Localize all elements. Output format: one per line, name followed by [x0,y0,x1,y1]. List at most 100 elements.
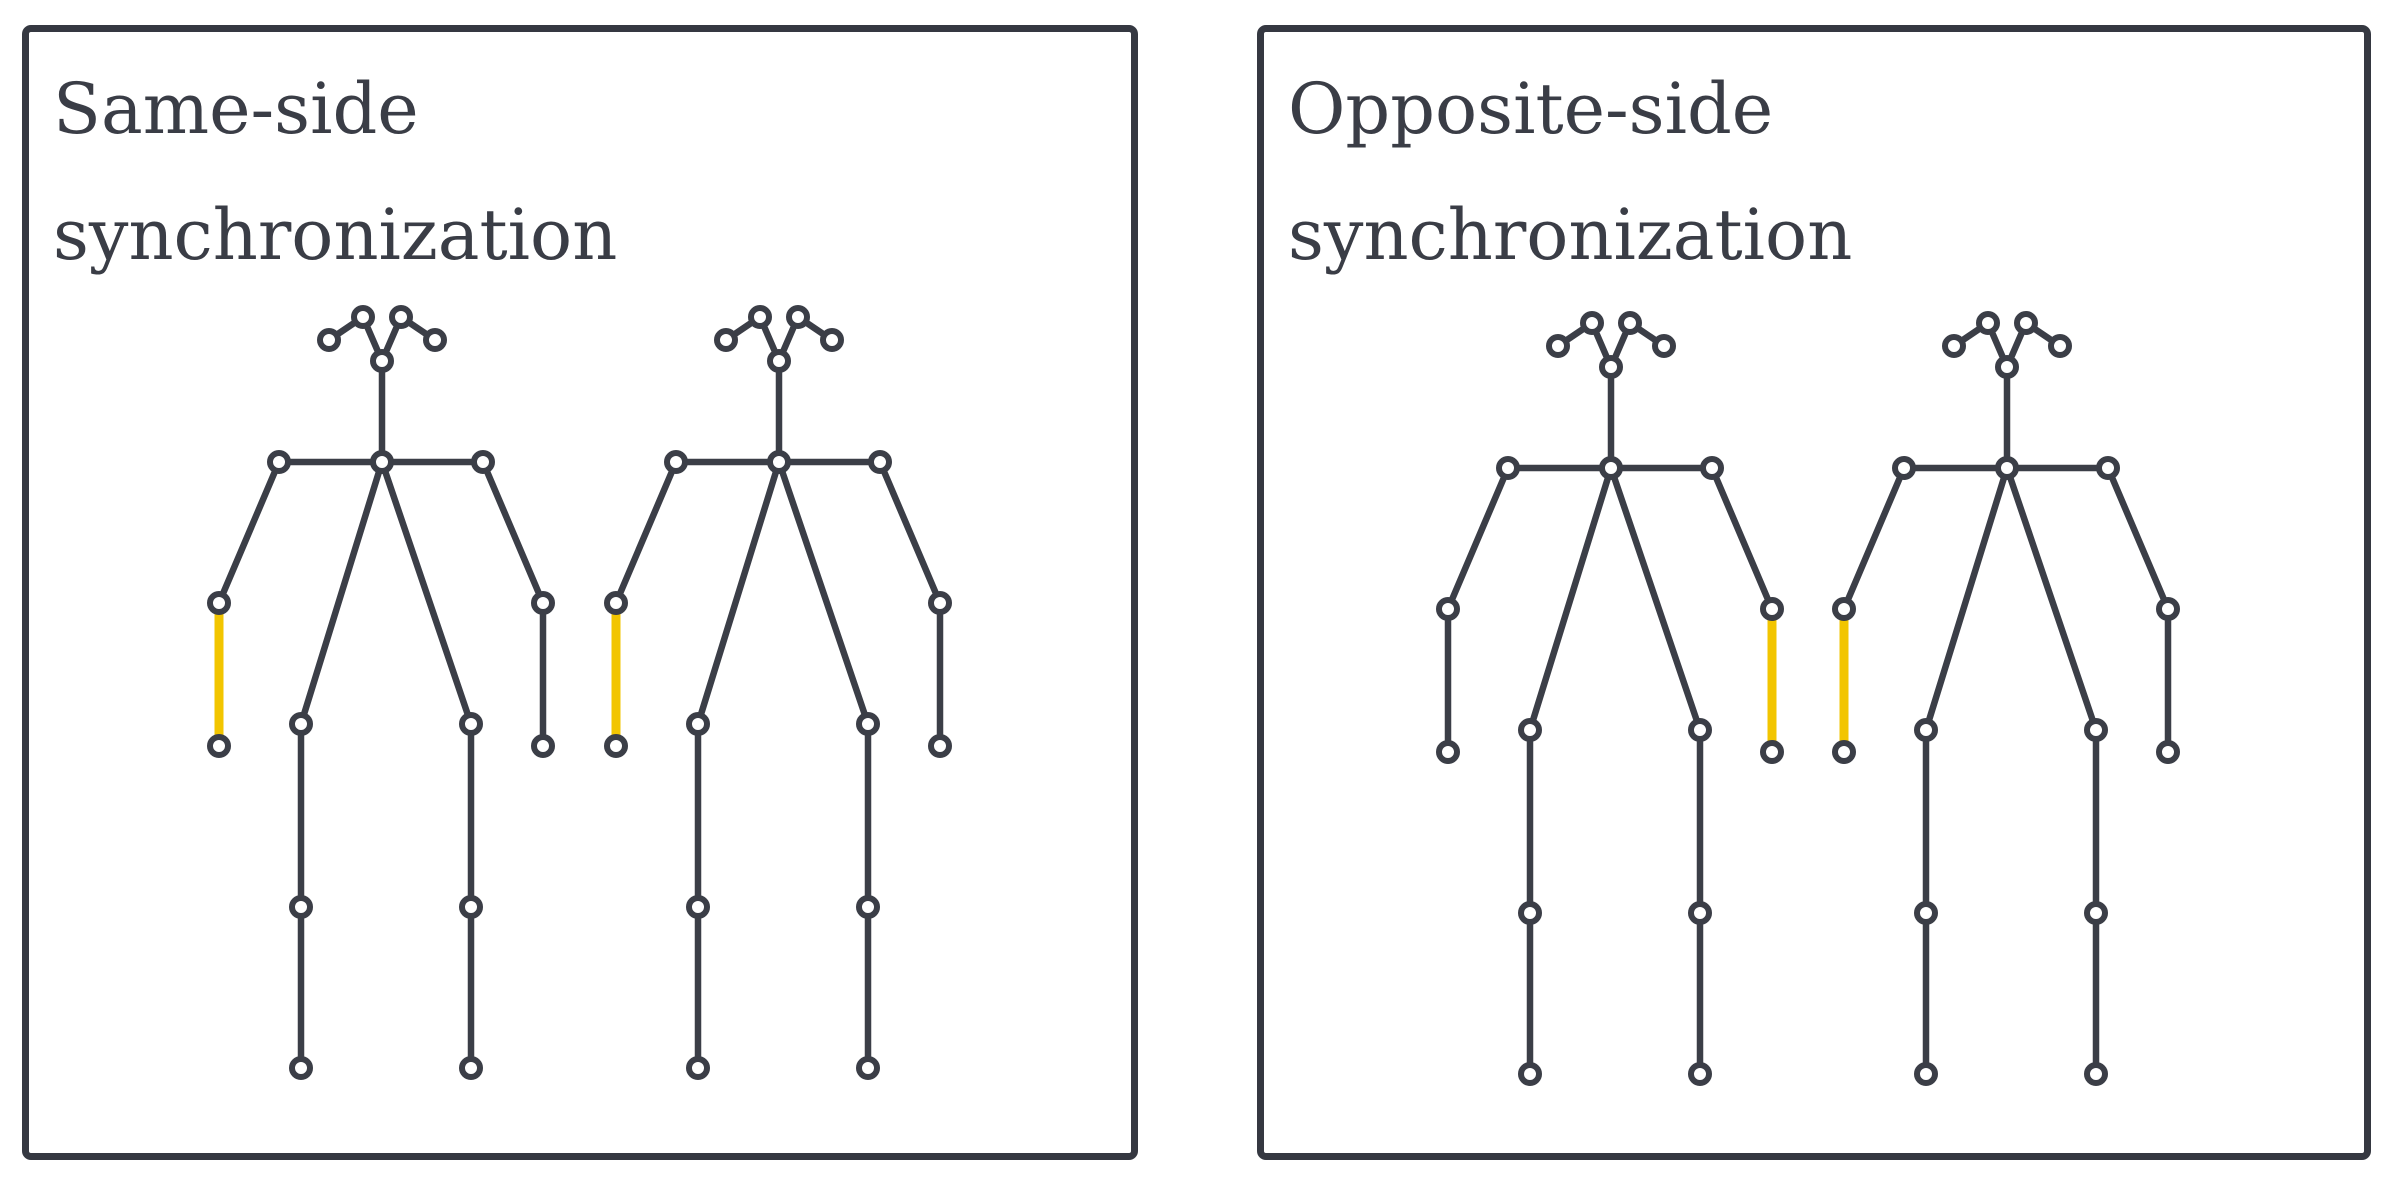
panel-same-side: Same-side synchronization [22,25,1138,1160]
stick-figure [1832,311,2180,1086]
knee-left-joint [1518,901,1542,925]
hip-left-joint [289,712,313,736]
torso-left-bone [297,458,386,728]
hip-right-joint [1688,718,1712,742]
head-side-right-joint [1652,334,1676,358]
shoulder-left-joint [267,450,291,474]
panel-title: Opposite-side synchronization [1288,46,1852,298]
panel-opposite-side: Opposite-side synchronization [1257,25,2371,1160]
ankle-left-joint [289,1056,313,1080]
head-side-right-joint [820,328,844,352]
shoulder-right-joint [471,450,495,474]
wrist-left-joint [1832,740,1856,764]
wrist-right-joint [928,734,952,758]
neck-joint [1599,456,1623,480]
head-side-right-joint [423,328,447,352]
upper-arm-right-bone [1708,464,1776,613]
neck-joint [767,450,791,474]
knee-right-joint [459,895,483,919]
head-side-left-joint [1942,334,1966,358]
ankle-left-joint [686,1056,710,1080]
torso-right-bone [775,458,872,728]
ankle-left-joint [1914,1062,1938,1086]
stick-figure [1436,311,1784,1086]
ankle-right-joint [856,1056,880,1080]
upper-arm-right-bone [479,458,547,607]
knee-left-joint [686,895,710,919]
neck-joint [1995,456,2019,480]
upper-arm-right-bone [2104,464,2172,613]
ankle-right-joint [1688,1062,1712,1086]
elbow-right-joint [2156,597,2180,621]
elbow-right-joint [1760,597,1784,621]
head-top-right-joint [2014,311,2038,335]
head-center-joint [1995,355,2019,379]
torso-left-bone [1922,464,2011,734]
hip-left-joint [1914,718,1938,742]
elbow-left-joint [207,591,231,615]
head-side-left-joint [317,328,341,352]
panel-title-line-1: Same-side [53,68,419,150]
head-top-right-joint [786,305,810,329]
panel-title: Same-side synchronization [53,46,617,298]
knee-right-joint [856,895,880,919]
wrist-left-joint [604,734,628,758]
shoulder-left-joint [1892,456,1916,480]
upper-arm-left-bone [215,458,283,607]
torso-right-bone [1607,464,1704,734]
torso-left-bone [1526,464,1615,734]
shoulder-right-joint [2096,456,2120,480]
upper-arm-left-bone [1444,464,1512,613]
stick-figure [604,305,952,1080]
torso-left-bone [694,458,783,728]
panel-title-line-2: synchronization [53,194,618,276]
elbow-left-joint [1832,597,1856,621]
knee-right-joint [2084,901,2108,925]
ankle-left-joint [1518,1062,1542,1086]
knee-left-joint [1914,901,1938,925]
head-top-left-joint [1976,311,2000,335]
head-top-left-joint [1580,311,1604,335]
elbow-right-joint [928,591,952,615]
hip-right-joint [856,712,880,736]
wrist-left-joint [207,734,231,758]
head-top-right-joint [1618,311,1642,335]
panel-title-line-1: Opposite-side [1288,68,1774,150]
knee-right-joint [1688,901,1712,925]
head-top-left-joint [748,305,772,329]
wrist-left-joint [1436,740,1460,764]
head-side-right-joint [2048,334,2072,358]
shoulder-left-joint [1496,456,1520,480]
wrist-right-joint [531,734,555,758]
elbow-left-joint [1436,597,1460,621]
ankle-right-joint [459,1056,483,1080]
head-side-left-joint [1546,334,1570,358]
torso-right-bone [378,458,475,728]
wrist-right-joint [1760,740,1784,764]
stick-figure [207,305,555,1080]
head-center-joint [767,349,791,373]
neck-joint [370,450,394,474]
head-center-joint [370,349,394,373]
wrist-right-joint [2156,740,2180,764]
shoulder-right-joint [1700,456,1724,480]
shoulder-right-joint [868,450,892,474]
panel-title-line-2: synchronization [1288,194,1853,276]
hip-left-joint [1518,718,1542,742]
hip-left-joint [686,712,710,736]
elbow-right-joint [531,591,555,615]
ankle-right-joint [2084,1062,2108,1086]
upper-arm-left-bone [612,458,680,607]
hip-right-joint [459,712,483,736]
head-side-left-joint [714,328,738,352]
torso-right-bone [2003,464,2100,734]
knee-left-joint [289,895,313,919]
elbow-left-joint [604,591,628,615]
shoulder-left-joint [664,450,688,474]
upper-arm-right-bone [876,458,944,607]
hip-right-joint [2084,718,2108,742]
head-top-right-joint [389,305,413,329]
upper-arm-left-bone [1840,464,1908,613]
head-top-left-joint [351,305,375,329]
